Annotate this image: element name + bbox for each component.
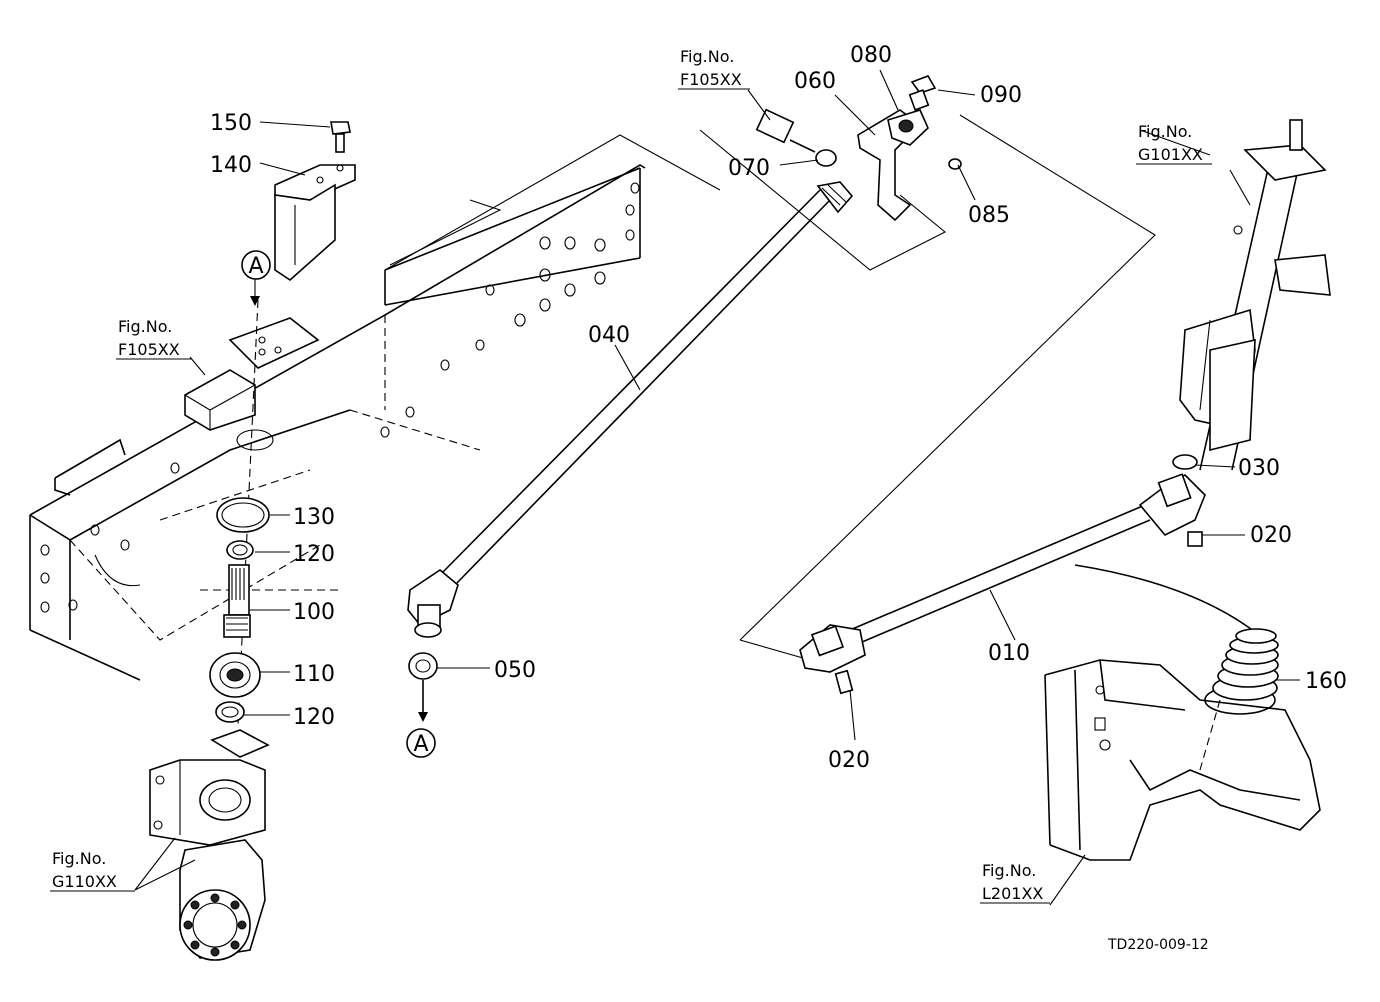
marker-a-top-text: A — [248, 254, 263, 279]
label-030: 030 — [1238, 456, 1280, 481]
bolt-150 — [330, 121, 351, 153]
frame-drawing — [29, 134, 721, 681]
bracket-140 — [274, 164, 356, 282]
label-080: 080 — [850, 43, 892, 68]
figref-l201: Fig.No. L201XX — [980, 861, 1050, 904]
figref-g101-line2: G101XX — [1138, 145, 1203, 164]
label-060: 060 — [794, 69, 836, 94]
nut-050 — [408, 652, 438, 722]
label-090: 090 — [980, 83, 1022, 108]
label-160: 160 — [1305, 669, 1347, 694]
label-070: 070 — [728, 156, 770, 181]
label-010: 010 — [988, 641, 1030, 666]
marker-a-bottom-text: A — [413, 732, 428, 757]
figref-g101-line1: Fig.No. — [1138, 122, 1192, 141]
label-110: 110 — [293, 662, 335, 687]
label-120-upper: 120 — [293, 542, 335, 567]
figref-l201-line2: L201XX — [982, 884, 1043, 903]
steering-box-drawing — [149, 729, 270, 961]
marker-a-bottom: A — [406, 728, 436, 758]
label-040: 040 — [588, 323, 630, 348]
figref-f105-left: Fig.No. F105XX — [116, 317, 192, 360]
label-085: 085 — [968, 203, 1010, 228]
label-020-upper: 020 — [1250, 523, 1292, 548]
figref-f105-top-line1: Fig.No. — [680, 47, 734, 66]
label-050: 050 — [494, 658, 536, 683]
left-shaft-stack — [209, 299, 270, 726]
figref-f105-left-line1: Fig.No. — [118, 317, 172, 336]
figref-f105-top-line2: F105XX — [680, 70, 742, 89]
label-150: 150 — [210, 111, 252, 136]
figref-g110: Fig.No. G110XX — [50, 849, 135, 892]
arrow-a-top — [250, 296, 260, 306]
figref-g110-line2: G110XX — [52, 872, 117, 891]
part-labels: 150 140 130 120 100 110 120 040 050 060 … — [210, 43, 1347, 773]
shaft-010 — [799, 473, 1270, 695]
label-140: 140 — [210, 153, 252, 178]
label-100: 100 — [293, 600, 335, 625]
figref-f105-top: Fig.No. F105XX — [678, 47, 750, 90]
steering-column-drawing — [739, 114, 1331, 661]
boot-160 — [1204, 628, 1279, 715]
bracket-060-assembly — [699, 75, 962, 271]
figref-g101: Fig.No. G101XX — [1136, 122, 1212, 165]
label-020-lower: 020 — [828, 748, 870, 773]
drawing-code: TD220-009-12 — [1107, 937, 1209, 953]
figref-f105-left-line2: F105XX — [118, 340, 180, 359]
figref-l201-line1: Fig.No. — [982, 861, 1036, 880]
label-120-lower: 120 — [293, 705, 335, 730]
label-130: 130 — [293, 505, 335, 530]
leader-lines — [134, 69, 1300, 906]
shaft-040 — [407, 181, 854, 638]
panel-drawing — [1044, 659, 1321, 861]
figref-g110-line1: Fig.No. — [52, 849, 106, 868]
marker-a-top: A — [241, 250, 271, 280]
